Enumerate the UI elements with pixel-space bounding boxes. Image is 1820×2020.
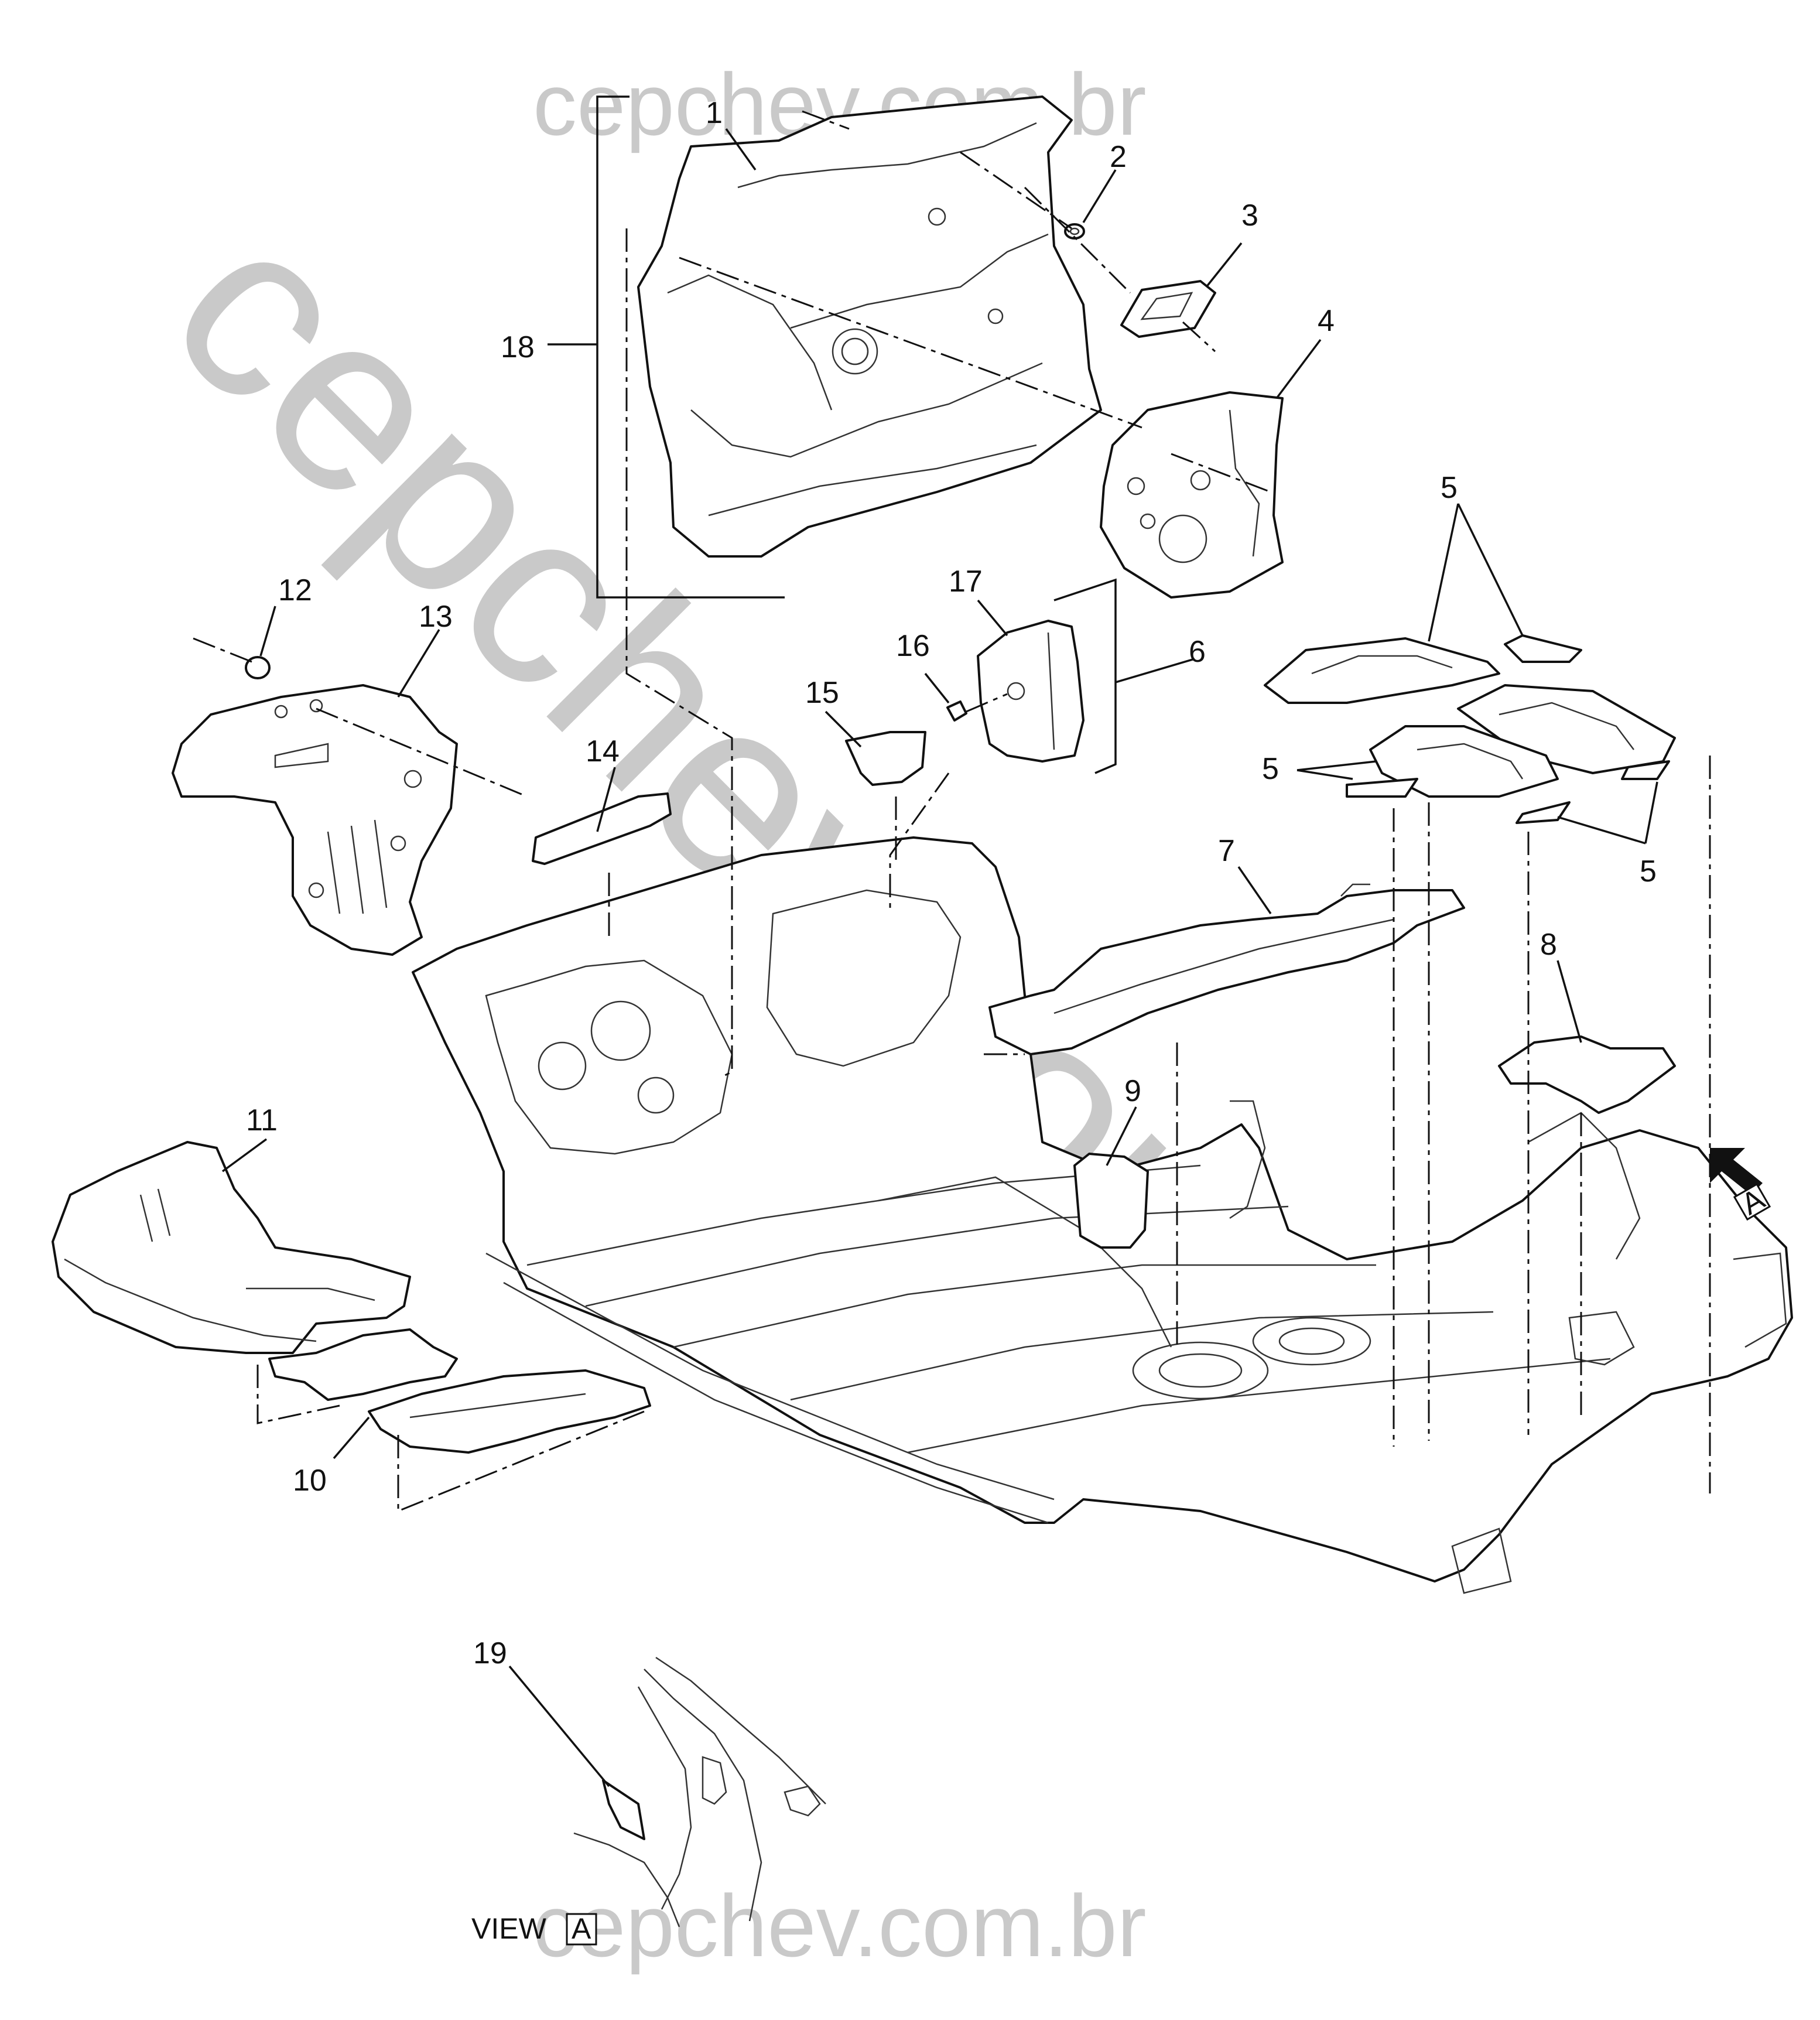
- part-5-pads: [1264, 634, 1676, 824]
- part-9-pad: [1073, 1153, 1149, 1249]
- callout-12: 12: [278, 573, 312, 607]
- part-11-front-insulator: [52, 1141, 411, 1354]
- view-label-letter: A: [572, 1912, 591, 1945]
- view-label-box: [566, 1913, 597, 1946]
- part-4-panel-insulator: [1100, 391, 1284, 599]
- group-6-bracket: [1053, 578, 1195, 774]
- part-8-pad: [1498, 1035, 1676, 1114]
- part-13-left-insulator: [172, 684, 458, 956]
- part-10-floor-pad: [268, 1328, 651, 1454]
- callouts: 1 2 3 4 5 5 5 6 7 8 9 10 11 12 13 14 15 …: [246, 96, 1657, 1670]
- callout-6: 6: [1189, 635, 1206, 669]
- callout-5-top: 5: [1441, 471, 1458, 505]
- part-15-pad: [845, 731, 926, 786]
- group-18-bracket: [548, 95, 785, 599]
- callout-11: 11: [246, 1103, 278, 1137]
- callout-8: 8: [1540, 928, 1557, 962]
- part-17-bracket: [977, 620, 1085, 763]
- view-a-inset: [573, 1656, 826, 1927]
- callout-1: 1: [706, 96, 723, 130]
- callout-5-right: 5: [1640, 855, 1657, 888]
- callout-13: 13: [419, 600, 453, 634]
- part-3-plate: [1120, 280, 1216, 338]
- leader-lines: [193, 110, 1711, 1787]
- part-1-dash-insulator: [637, 95, 1102, 558]
- callout-7: 7: [1218, 834, 1235, 868]
- callout-3: 3: [1241, 199, 1258, 233]
- part-7-tunnel-insulator: [988, 883, 1465, 1055]
- part-14-strip: [532, 792, 672, 865]
- watermark-bottom: cepchev.com.br: [533, 1877, 1147, 1975]
- callout-9: 9: [1124, 1074, 1141, 1108]
- callout-14: 14: [586, 734, 620, 768]
- callout-15: 15: [805, 676, 839, 710]
- callout-17: 17: [949, 565, 983, 599]
- callout-18: 18: [501, 330, 535, 364]
- view-label-prefix: VIEW: [471, 1912, 547, 1945]
- part-12-clip: [245, 656, 271, 679]
- callout-5-left: 5: [1262, 752, 1279, 786]
- callout-16: 16: [896, 629, 930, 663]
- view-a-label: VIEW A: [471, 1912, 597, 1946]
- part-16-clip: [946, 700, 967, 722]
- callout-10: 10: [293, 1464, 327, 1498]
- callout-19: 19: [473, 1636, 507, 1670]
- callout-4: 4: [1318, 304, 1335, 338]
- callout-2: 2: [1110, 140, 1127, 174]
